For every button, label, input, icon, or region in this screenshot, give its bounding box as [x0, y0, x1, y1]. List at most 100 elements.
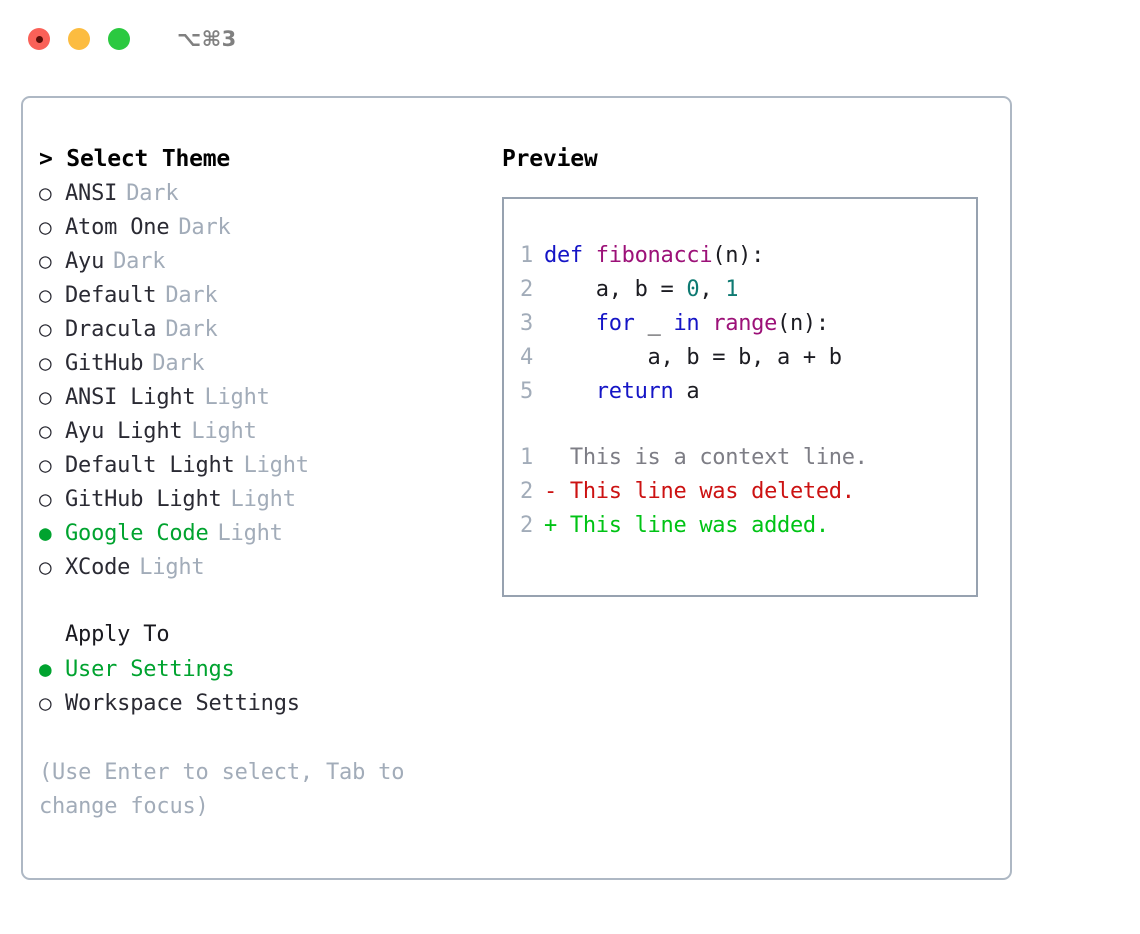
title-bar: ⌥⌘3 — [0, 0, 1140, 78]
diff-sample: 1 This is a context line. 2 - This line wa… — [504, 441, 976, 543]
radio-unselected-icon: ○ — [39, 283, 52, 307]
theme-option-label: Atom One — [65, 215, 170, 240]
apply-to-option-label: User Settings — [65, 657, 235, 682]
theme-option-label: Default Light — [65, 453, 235, 478]
code-token-plain — [544, 311, 596, 336]
code-line-content: a, b = b, a + b — [544, 341, 843, 375]
code-token-kw: def — [544, 243, 596, 268]
theme-option-kind-badge: Light — [230, 487, 296, 512]
code-token-kw: for — [595, 311, 635, 336]
code-token-plain: a, b = b, a + b — [544, 345, 843, 370]
code-token-num: 0 — [686, 277, 700, 302]
theme-option-label: Dracula — [65, 317, 157, 342]
diff-line-number: 1 — [520, 445, 533, 470]
theme-option-kind-badge: Dark — [113, 249, 166, 274]
theme-option-label: Ayu Light — [65, 419, 183, 444]
theme-option-label: XCode — [65, 555, 131, 580]
code-line-number: 5 — [520, 379, 533, 404]
code-line: 1 def fibonacci(n): — [504, 239, 976, 273]
preview-header: Preview — [502, 146, 598, 172]
radio-unselected-icon: ○ — [39, 691, 52, 715]
radio-unselected-icon: ○ — [39, 385, 52, 409]
theme-option-kind-badge: Dark — [126, 181, 179, 206]
diff-line-del: 2 - This line was deleted. — [504, 475, 976, 509]
diff-line-number: 2 — [520, 479, 533, 504]
theme-option-label: GitHub — [65, 351, 144, 376]
code-line: 2 a, b = 0, 1 — [504, 273, 976, 307]
maximize-window-button[interactable] — [108, 28, 130, 50]
select-theme-header: > Select Theme — [39, 146, 231, 172]
apply-to-option-user-settings[interactable]: ● User Settings — [39, 652, 479, 686]
theme-option-kind-badge: Light — [204, 385, 270, 410]
code-token-plain: (n): — [777, 311, 829, 336]
code-token-plain: _ — [634, 311, 674, 336]
keyboard-hint-text: (Use Enter to select, Tab to change focu… — [39, 760, 405, 819]
code-line-content: def fibonacci(n): — [544, 239, 764, 273]
theme-option-kind-badge: Dark — [165, 283, 218, 308]
recording-indicator-icon — [35, 35, 43, 43]
theme-option-label: Ayu — [65, 249, 105, 274]
radio-unselected-icon: ○ — [39, 317, 52, 341]
code-token-plain: a — [673, 379, 700, 404]
theme-option-label: ANSI — [65, 181, 118, 206]
theme-option-kind-badge: Light — [191, 419, 257, 444]
radio-unselected-icon: ○ — [39, 555, 52, 579]
radio-unselected-icon: ○ — [39, 215, 52, 239]
theme-option-label: ANSI Light — [65, 385, 196, 410]
theme-option-kind-badge: Dark — [165, 317, 218, 342]
code-diff-spacer — [504, 409, 976, 441]
theme-option-ansi-light[interactable]: ○ ANSI Light Light — [39, 380, 479, 414]
theme-option-xcode[interactable]: ○ XCode Light — [39, 550, 479, 584]
apply-to-header: Apply To — [65, 622, 170, 647]
theme-option-default[interactable]: ○ Default Dark — [39, 278, 479, 312]
code-token-plain — [544, 379, 596, 404]
code-token-num: 1 — [725, 277, 739, 302]
theme-option-kind-badge: Light — [217, 521, 283, 546]
theme-option-label: GitHub Light — [65, 487, 222, 512]
radio-selected-icon: ● — [39, 657, 52, 681]
code-line-content: for _ in range(n): — [544, 307, 829, 341]
diff-line-content: This is a context line. — [544, 445, 868, 470]
radio-unselected-icon: ○ — [39, 249, 52, 273]
radio-unselected-icon: ○ — [39, 351, 52, 375]
diff-line-add: 2+ This line was added. — [504, 509, 976, 543]
radio-unselected-icon: ○ — [39, 453, 52, 477]
diff-line-content: - This line was deleted. — [544, 479, 855, 504]
theme-option-label: Google Code — [65, 521, 209, 546]
code-token-plain — [699, 311, 712, 336]
code-token-plain: a, b = — [544, 277, 687, 302]
theme-option-kind-badge: Light — [139, 555, 205, 580]
keyboard-shortcut-label: ⌥⌘3 — [177, 27, 237, 51]
minimize-window-button[interactable] — [68, 28, 90, 50]
code-token-plain: , — [699, 277, 726, 302]
code-line-number: 2 — [520, 277, 533, 302]
diff-line-number: 2 — [520, 513, 533, 538]
code-line-number: 4 — [520, 345, 533, 370]
apply-to-option-label: Workspace Settings — [65, 691, 300, 716]
code-line-number: 3 — [520, 311, 533, 336]
code-token-fn: range — [712, 311, 778, 336]
code-line-number: 1 — [520, 243, 533, 268]
close-window-button[interactable] — [28, 28, 50, 50]
code-token-kw: in — [673, 311, 700, 336]
diff-line-ctx: 1 This is a context line. — [504, 441, 976, 475]
traffic-light-group — [28, 28, 130, 50]
section-spacer — [39, 584, 479, 618]
apply-to-option-list: ● User Settings ○ Workspace Settings — [39, 652, 479, 720]
apply-to-option-workspace-settings[interactable]: ○ Workspace Settings — [39, 686, 479, 720]
theme-option-label: Default — [65, 283, 157, 308]
theme-option-dracula[interactable]: ○ Dracula Dark — [39, 312, 479, 346]
code-line: 5 return a — [504, 375, 976, 409]
theme-option-ayu[interactable]: ○ Ayu Dark — [39, 244, 479, 278]
